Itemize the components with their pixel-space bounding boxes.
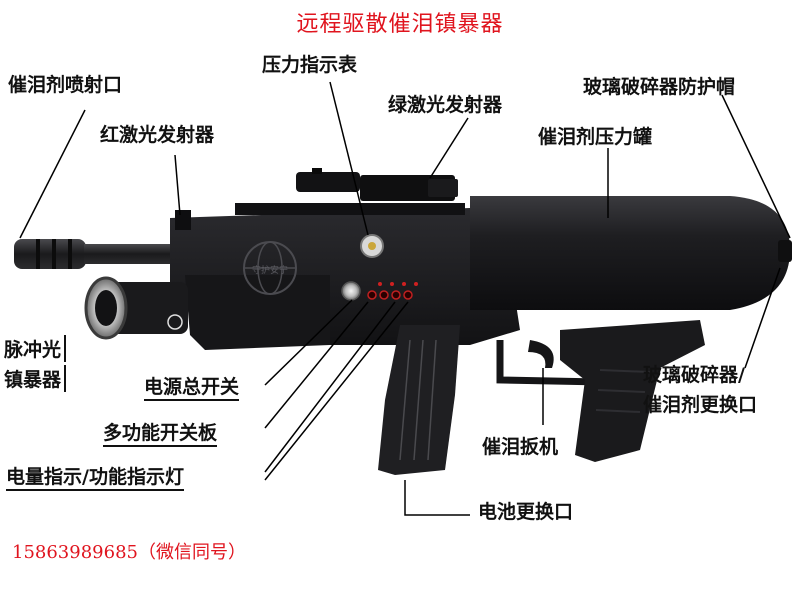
label-battery-port: 电池更换口 — [478, 501, 574, 523]
emblem — [243, 241, 297, 295]
label-green-laser: 绿激光发射器 — [388, 94, 503, 116]
label-glass-breaker-replace-line1: 玻璃破碎器/ — [643, 364, 745, 386]
magazine-ridges — [399, 339, 437, 461]
tear-gas-tank — [470, 196, 790, 310]
green-laser-module — [360, 175, 458, 201]
label-tear-tank: 催泪剂压力罐 — [538, 126, 653, 148]
label-power-switch: 电源总开关 — [144, 372, 240, 401]
red-laser-module — [296, 168, 360, 192]
label-pressure-gauge: 压力指示表 — [262, 54, 358, 76]
nozzle-barrel — [14, 239, 180, 269]
page-title: 远程驱散催泪镇暴器 — [296, 12, 504, 37]
label-red-laser: 红激光发射器 — [100, 124, 215, 146]
label-indicator-lamp: 电量指示/功能指示灯 — [6, 462, 184, 491]
leader-lines — [19, 81, 791, 516]
lower-front-body — [185, 275, 330, 350]
contact-phone: 15863989685（微信同号） — [12, 542, 246, 563]
glass-breaker-cap — [778, 240, 792, 262]
emblem-text: 守护安宁 — [252, 264, 288, 276]
trigger — [528, 340, 554, 368]
label-multi-switch-panel: 多功能开关板 — [103, 418, 218, 447]
indicator-lamps — [367, 282, 418, 300]
pulse-light-unit — [84, 276, 188, 340]
label-glass-breaker-cap: 玻璃破碎器防护帽 — [583, 76, 736, 98]
label-nozzle: 催泪剂喷射口 — [8, 74, 123, 96]
power-switch-knob — [341, 281, 361, 301]
red-laser-front-mount — [175, 210, 191, 230]
label-pulse-light-line2: 镇暴器 — [4, 365, 67, 392]
grip-texture — [595, 369, 651, 413]
pressure-gauge-center — [368, 242, 376, 250]
label-trigger: 催泪扳机 — [482, 436, 559, 458]
top-rail — [235, 203, 465, 215]
label-glass-breaker-replace-line2: 催泪剂更换口 — [643, 394, 758, 416]
label-pulse-light-line1: 脉冲光 — [4, 335, 67, 362]
